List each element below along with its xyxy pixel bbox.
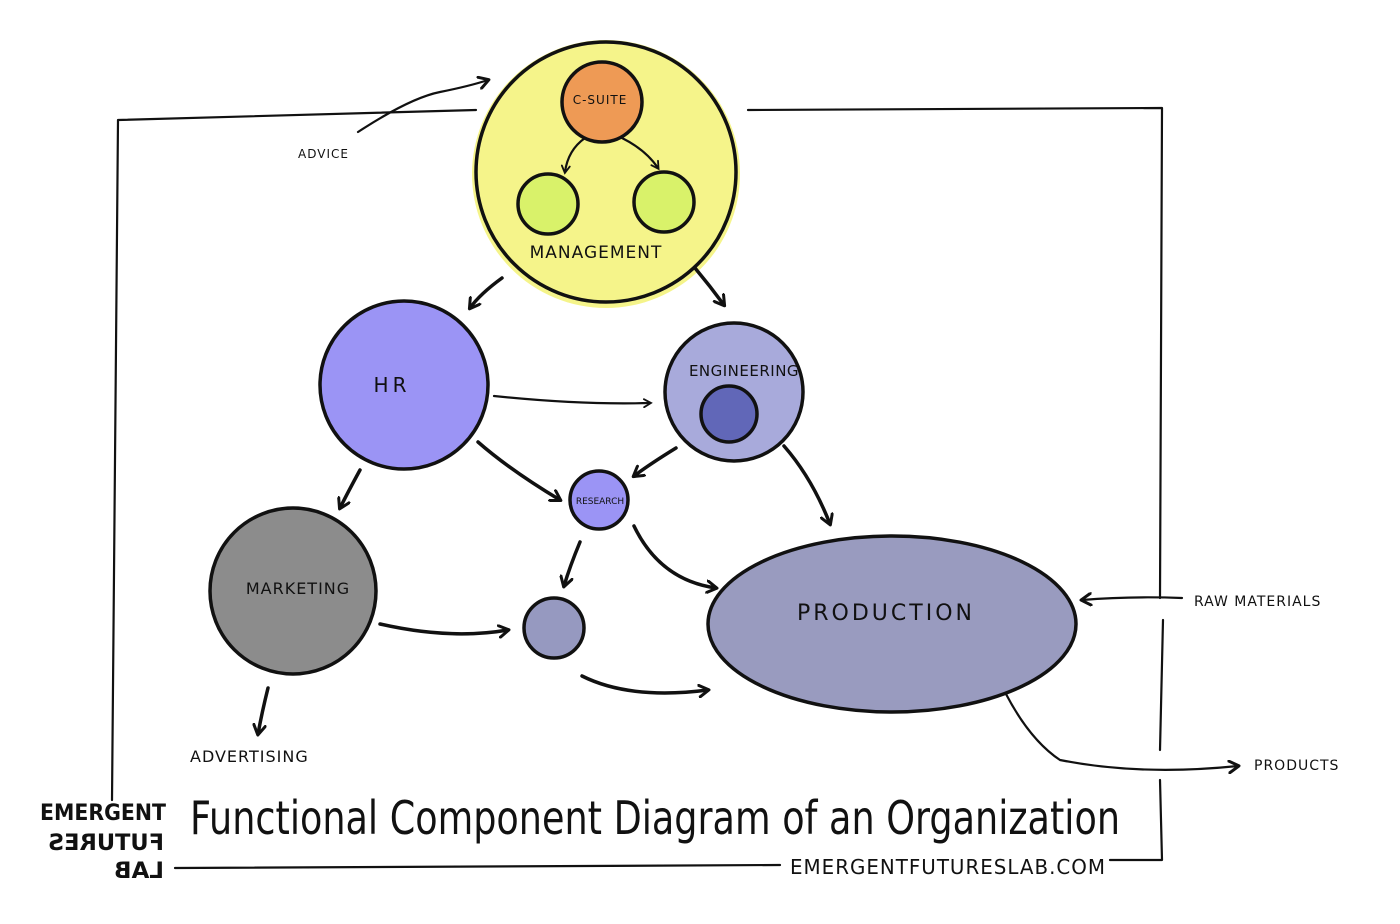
marketing-to-advertising-arrow — [258, 686, 270, 734]
csuite-to-right-arrow — [620, 136, 660, 171]
csuite-label: C-SUITE — [573, 93, 628, 107]
products-label: PRODUCTS — [1254, 758, 1339, 774]
website-label: EMERGENTFUTURESLAB.COM — [790, 855, 1106, 879]
advice-arrow — [356, 80, 488, 134]
management-label: MANAGEMENT — [530, 243, 663, 263]
research-label: RESEARCH — [576, 497, 624, 507]
emergent-futures-lab-logo: EMERGENT FUTURES LAB — [40, 801, 166, 884]
unnamed-unit — [522, 596, 586, 660]
management-to-engineering-arrow — [693, 266, 724, 305]
unnamed-to-production-arrow — [580, 674, 708, 693]
research-to-unnamed-arrow — [564, 540, 582, 586]
hr-to-research-arrow — [476, 440, 560, 500]
research-unit: RESEARCH — [568, 469, 630, 531]
engineering-to-research-arrow — [634, 446, 678, 476]
hr-to-engineering-arrow — [492, 394, 653, 409]
logo-line-1: EMERGENT — [40, 801, 166, 826]
marketing-unit: MARKETING — [208, 506, 378, 676]
engineering-unit: ENGINEERING — [663, 321, 805, 463]
raw-materials-label: RAW MATERIALS — [1194, 594, 1321, 610]
research-to-production-arrow — [632, 524, 716, 588]
production-to-products-arrow — [1004, 692, 1238, 770]
logo-line-2: FUTURES — [48, 831, 164, 856]
production-label: PRODUCTION — [797, 601, 975, 626]
csuite-to-left-arrow — [560, 136, 587, 175]
manager-unit-right — [632, 170, 696, 234]
manager-unit-left — [516, 172, 580, 236]
engineering-core-unit — [699, 384, 759, 444]
production-unit: PRODUCTION — [706, 534, 1078, 714]
flow-arrows — [258, 80, 1238, 770]
organization-boundary — [110, 106, 1165, 870]
engineering-label: ENGINEERING — [689, 362, 799, 380]
hr-to-marketing-arrow — [340, 468, 362, 508]
csuite-unit: C-SUITE — [560, 60, 644, 144]
hr-label: HR — [374, 373, 411, 397]
engineering-to-production-arrow — [782, 444, 830, 524]
management-to-hr-arrow — [470, 276, 504, 308]
hr-unit: HR — [318, 299, 490, 471]
logo-line-3: LAB — [114, 859, 164, 884]
diagram-title: Functional Component Diagram of an Organ… — [190, 791, 1120, 845]
advertising-label: ADVERTISING — [190, 747, 309, 766]
management-unit — [472, 40, 740, 308]
advice-label: ADVICE — [298, 147, 349, 161]
raw-materials-arrow — [1082, 597, 1184, 600]
marketing-to-unnamed-arrow — [378, 622, 508, 634]
marketing-label: MARKETING — [246, 579, 350, 598]
